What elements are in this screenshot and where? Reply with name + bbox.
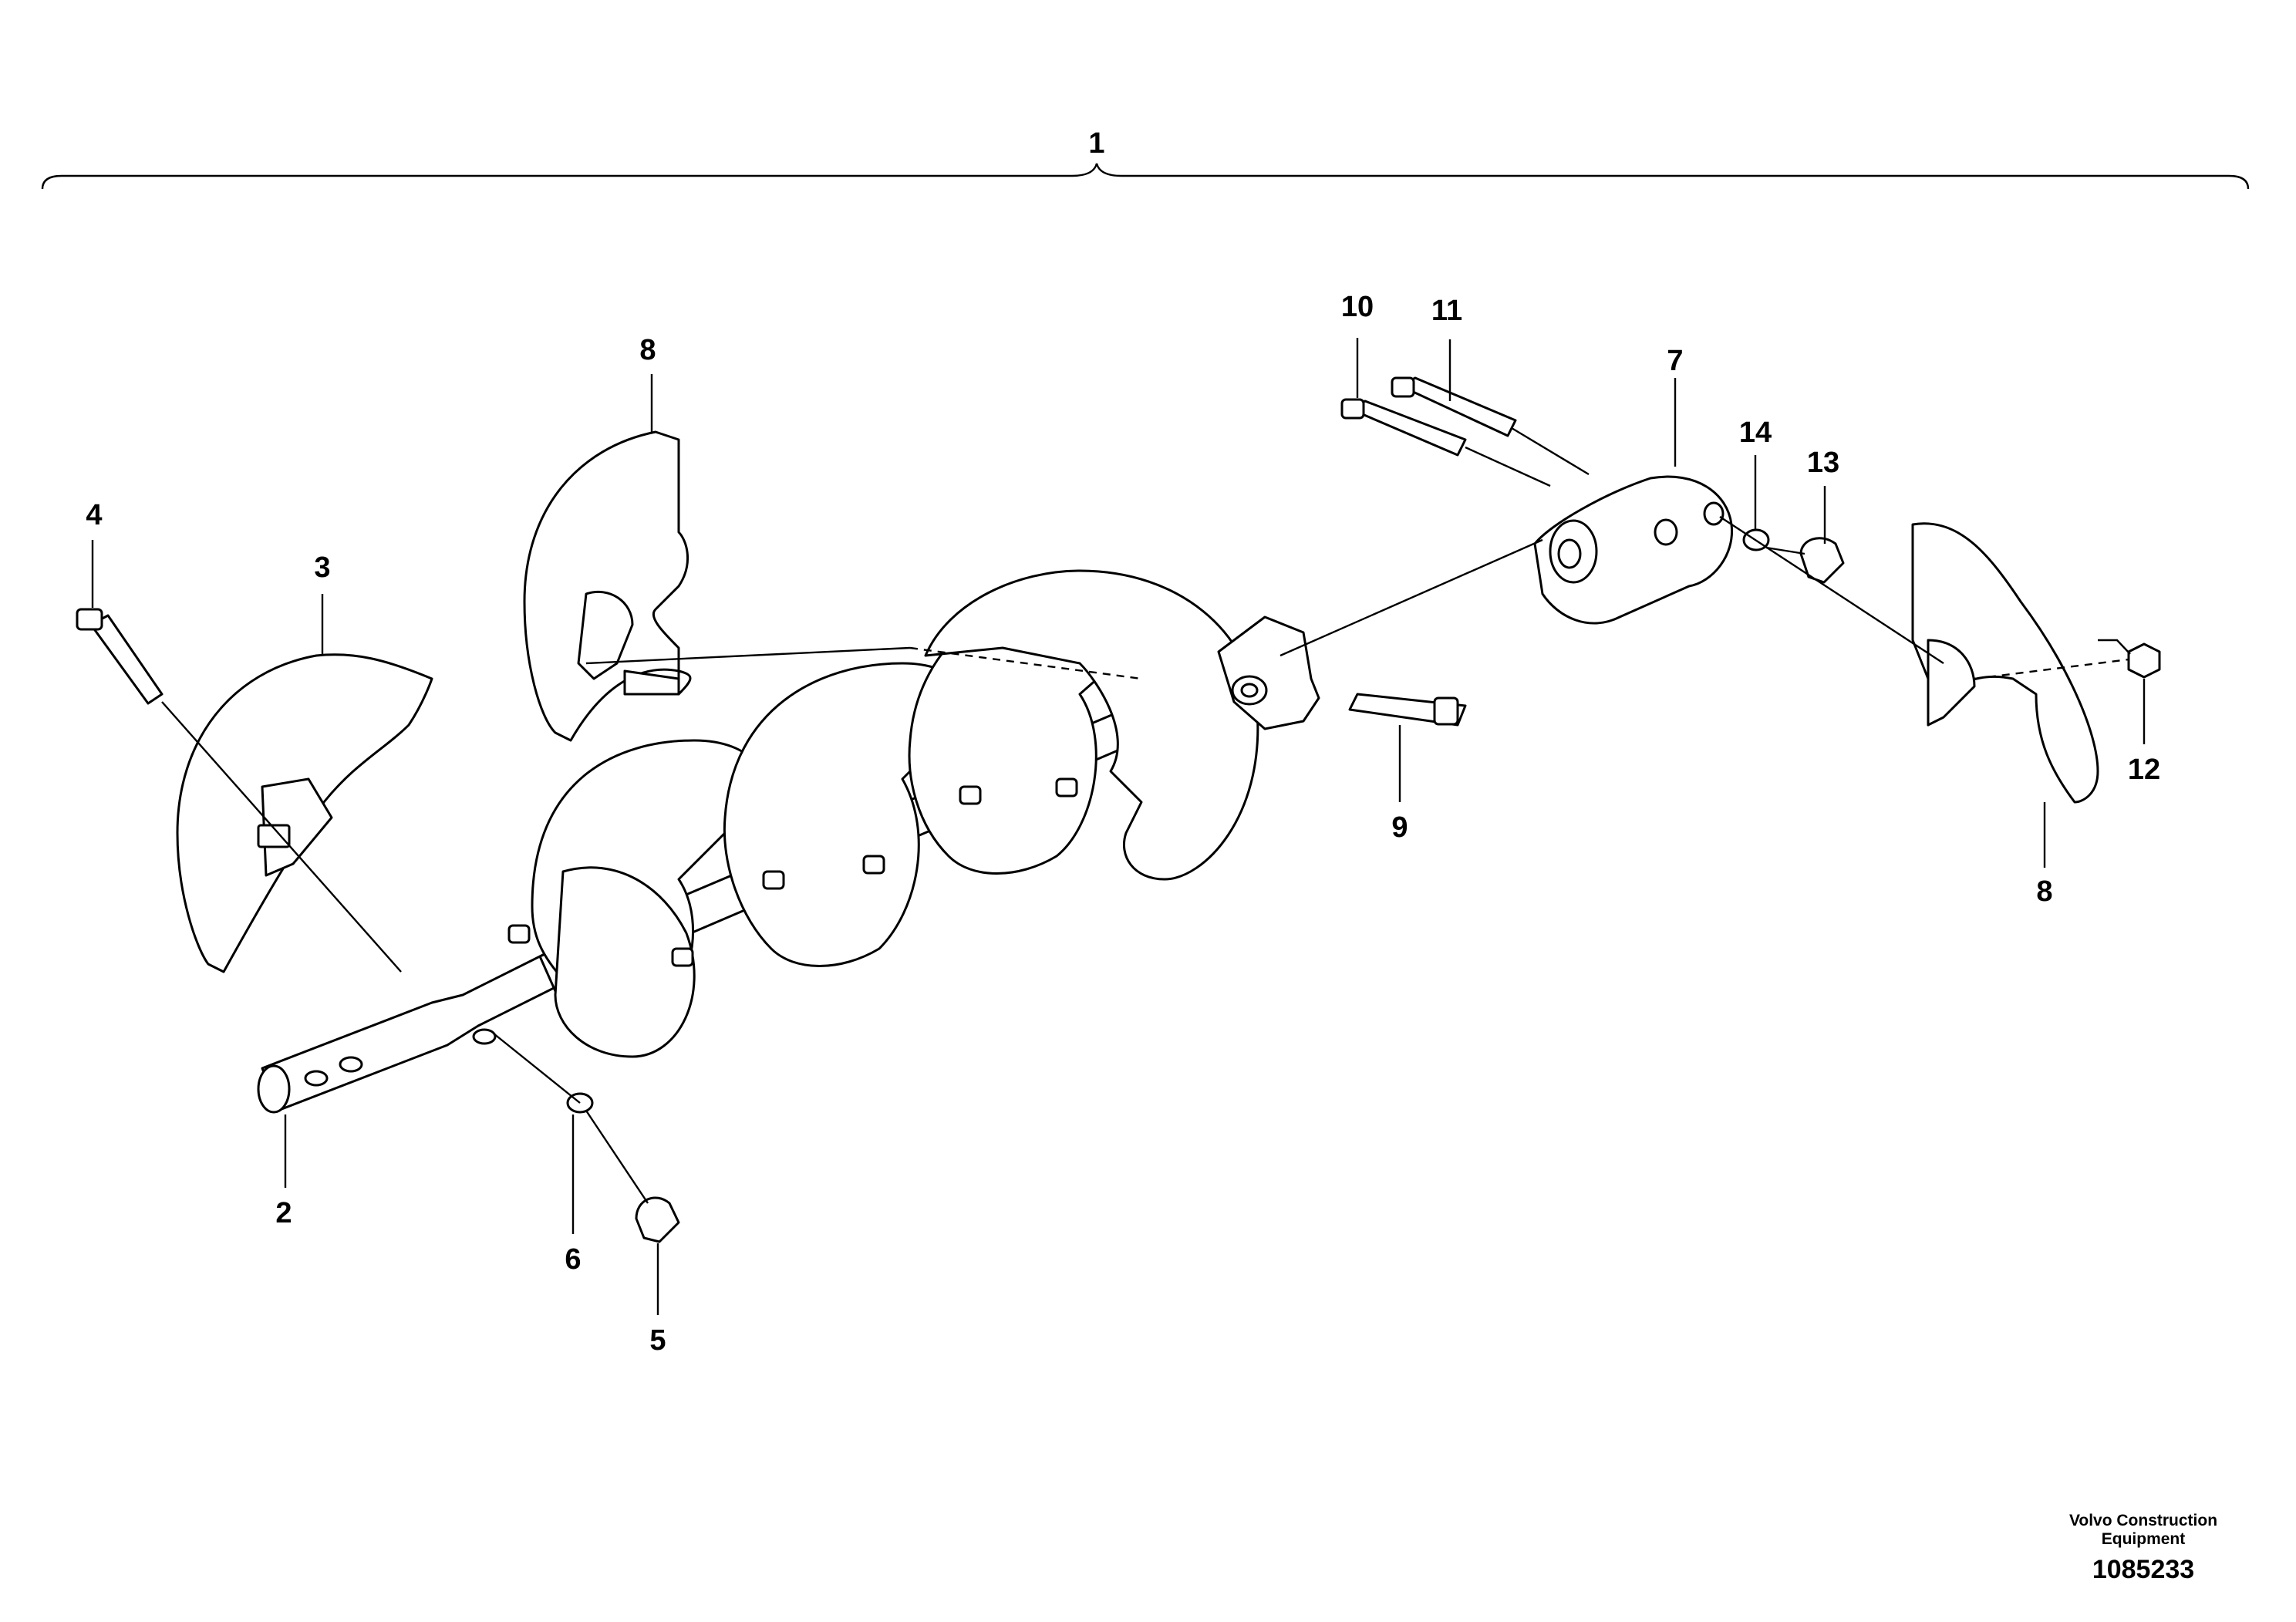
bolt-4: [76, 608, 164, 705]
callout-labels: 1 2 3 4 5 6 7 8 8 9 10 11 12 13 14: [86, 127, 2160, 1357]
auger-flight-2: [723, 662, 970, 967]
callout-4: 4: [86, 499, 102, 531]
cover-plate-left: [176, 653, 433, 973]
callout-10: 10: [1341, 291, 1374, 323]
auger-flight-1: [531, 739, 767, 1058]
callout-12: 12: [2128, 754, 2160, 786]
callout-7: 7: [1667, 345, 1683, 377]
callout-8-right: 8: [2036, 875, 2052, 908]
company-name-line2: Equipment: [2101, 1530, 2186, 1548]
callout-2: 2: [275, 1197, 292, 1229]
shaft-end-hub: [1217, 615, 1320, 730]
bolt-9: [1348, 693, 1467, 727]
bolt-10: [1340, 398, 1467, 457]
callout-11: 11: [1431, 295, 1462, 327]
callout-6: 6: [565, 1243, 581, 1276]
callout-3: 3: [314, 551, 330, 584]
callout-9: 9: [1391, 811, 1408, 844]
callout-5: 5: [649, 1324, 666, 1357]
cover-plate-upper: [523, 430, 692, 742]
bolt-11: [1391, 376, 1517, 437]
callout-8-upper: 8: [639, 334, 656, 366]
company-name-line1: Volvo Construction: [2068, 1512, 2218, 1529]
cover-plate-right: [1911, 522, 2099, 804]
callout-1: 1: [1088, 127, 1104, 160]
acorn-nut-13: [1799, 537, 1845, 584]
flight-bolts: [507, 777, 1078, 967]
acorn-nut-5: [635, 1196, 680, 1243]
hex-nut-12: [2127, 642, 2161, 679]
leader-lines: [91, 338, 2146, 1315]
assembly-lines: [161, 427, 2129, 1204]
drawing-number: 1085233: [2092, 1555, 2195, 1584]
auger-flight-4: [924, 569, 1259, 881]
drawing-footer: Volvo Construction Equipment 1085233: [2058, 1512, 2228, 1585]
bearing-housing: [1533, 475, 1734, 625]
callout-13: 13: [1807, 447, 1839, 479]
assembly-brace: [41, 163, 2250, 190]
callout-14: 14: [1739, 416, 1772, 449]
